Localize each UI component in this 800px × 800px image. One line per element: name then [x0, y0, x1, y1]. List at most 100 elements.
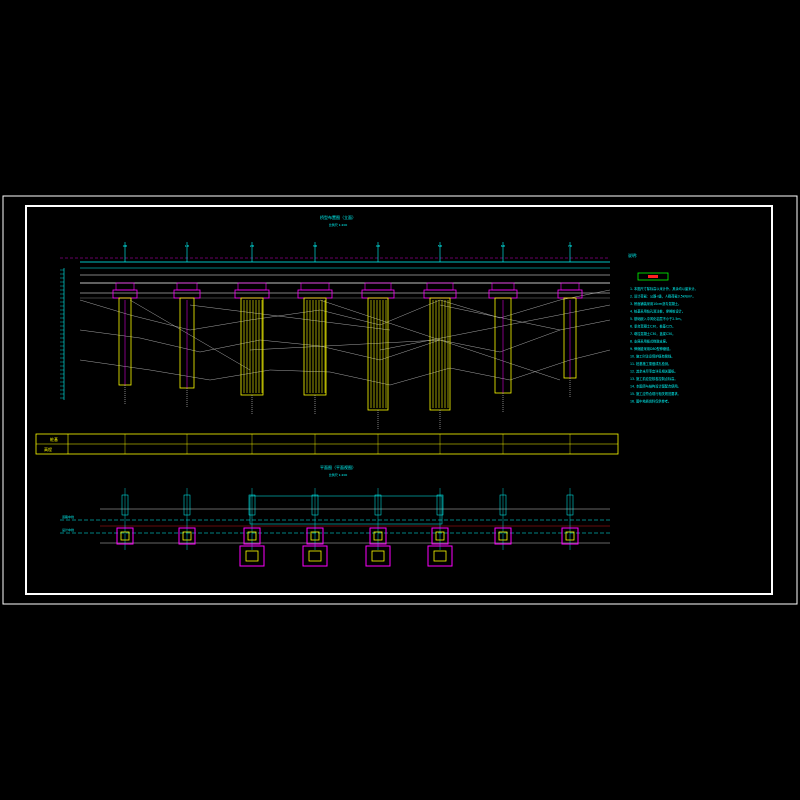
note-line: 3. 桥面铺装采用10cm沥青混凝土。 [630, 301, 681, 306]
notes: 说明: 1. 本图尺寸除标高以米计外，其余均以厘米计。 2. 设计荷载：公路-I级… [628, 252, 698, 404]
pier-cap [361, 289, 395, 299]
pier-4: 4# [361, 242, 395, 454]
plan-pier-shaft [436, 494, 444, 516]
plan-footing [561, 527, 579, 545]
note-line: 1. 本图尺寸除标高以米计外，其余均以厘米计。 [630, 286, 698, 291]
pier-3: 3# [297, 242, 333, 454]
pier-1: 1# [173, 242, 201, 454]
plan-pier-6 [494, 488, 512, 550]
pier-cap [234, 289, 270, 299]
plan-column [373, 531, 383, 541]
plan-footing [494, 527, 512, 545]
note-line: 14. 本图须与结构设计图配合使用。 [630, 384, 681, 389]
plan-pile [308, 550, 322, 562]
table-label-elevation: 高程 [44, 446, 52, 452]
pier-bearing [176, 282, 198, 291]
pier-bearing [115, 282, 135, 291]
pier-mark: 2# [250, 244, 255, 248]
note-line: 8. 支座采用板式橡胶支座。 [630, 339, 669, 344]
note-line: 5. 基础嵌入中风化岩层不小于2.5m。 [630, 316, 684, 321]
pier-bearing [560, 282, 580, 291]
plan-column [565, 531, 575, 541]
data-table: 桩基 高程 [35, 433, 619, 455]
pier-mark: 6# [501, 244, 506, 248]
plan-title: 平面图（平面视图） [320, 464, 356, 470]
pier-cap [423, 289, 457, 299]
plan-footing [431, 527, 449, 545]
pier-mark: 5# [438, 244, 443, 248]
plan-pier-5 [427, 488, 453, 567]
note-line: 6. 承台混凝土C30，桩基C25。 [630, 324, 675, 329]
note-line: 15. 施工应符合现行相关规范要求。 [630, 391, 681, 396]
note-line: 12. 其余未尽事宜详见相关图纸。 [630, 369, 678, 374]
plan-pier-4 [365, 488, 391, 567]
note-line: 16. 图中地质资料仅供参考。 [630, 399, 671, 404]
plan-pier-shaft [311, 494, 319, 516]
pier-cap [557, 289, 583, 299]
plan-column [310, 531, 320, 541]
plan-label-design: 设计中线 [62, 527, 74, 532]
note-line: 7. 墩柱混凝土C30，盖梁C30。 [630, 331, 675, 336]
pier-mark: 3# [313, 244, 318, 248]
plan-pier-7 [561, 488, 579, 550]
pier-cap [112, 289, 138, 299]
pier-2: 2# [234, 242, 270, 454]
note-line: 11. 桩基施工需做成孔检测。 [630, 361, 671, 366]
soil-strata [79, 289, 611, 386]
plan-column [435, 531, 445, 541]
plan-pile [433, 550, 447, 562]
plan-footing [369, 527, 387, 545]
elevation-subtitle: 比例尺 1:200 [329, 222, 348, 227]
pier-mark: 4# [376, 244, 381, 248]
plan-pile [371, 550, 385, 562]
plan-pile-cap [365, 545, 391, 567]
pier-cap [488, 289, 518, 299]
pier-bearing [364, 282, 392, 291]
pier-bearing [491, 282, 515, 291]
bridge-deck [60, 257, 610, 299]
legend-box [637, 272, 669, 281]
plan-pier-shaft [566, 494, 574, 516]
pier-6: 6# [488, 242, 518, 454]
plan-footing [243, 527, 261, 545]
plan-column [498, 531, 508, 541]
plan-pier-shaft [248, 494, 256, 516]
note-line: 13. 施工前应复核各控制点标高。 [630, 376, 678, 381]
plan-column [182, 531, 192, 541]
plan-pier-0 [116, 488, 134, 550]
plan-pile-cap [302, 545, 328, 567]
plan-pier-shaft [499, 494, 507, 516]
legend-fill [648, 275, 658, 278]
plan-footing [116, 527, 134, 545]
note-line: 10. 施工时注意保护既有管线。 [630, 354, 674, 359]
note-line: 2. 设计荷载：公路-I级，人群荷载3.5kN/m²。 [630, 294, 696, 299]
plan-pile-cap [427, 545, 453, 567]
plan-subtitle: 比例尺 1:200 [329, 472, 348, 477]
pier-0: 0# [112, 242, 138, 454]
pier-mark: 1# [185, 244, 190, 248]
plan-footing [178, 527, 196, 545]
note-line: 4. 桩基采用钻孔灌注桩，摩擦桩设计。 [630, 309, 685, 314]
note-line: 9. 伸缩缝采用D80型伸缩缝。 [630, 346, 672, 351]
pier-bearing [300, 282, 330, 291]
plan-column [120, 531, 130, 541]
pier-bearing [237, 282, 267, 291]
plan-footing [306, 527, 324, 545]
pier-cap [173, 289, 201, 299]
elevation-title: 桥型布置图（立面） [320, 214, 356, 220]
plan-span-box [249, 495, 443, 525]
outer-frame [2, 195, 798, 605]
pier-5: 5# [423, 242, 457, 454]
pier-bearing [426, 282, 454, 291]
plan-pier-shaft [183, 494, 191, 516]
plan-pier-shaft [374, 494, 382, 516]
pier-mark: 0# [123, 244, 128, 248]
plan-label-road: 道路中线 [62, 514, 74, 519]
notes-heading: 说明: [628, 252, 637, 258]
plan-pile-cap [239, 545, 265, 567]
piers-elevation: 0#1#2#3#4#5#6#7# [112, 242, 583, 454]
plan-view: 道路中线 设计中线 [60, 488, 610, 567]
inner-frame [25, 205, 773, 595]
plan-pier-3 [302, 488, 328, 567]
